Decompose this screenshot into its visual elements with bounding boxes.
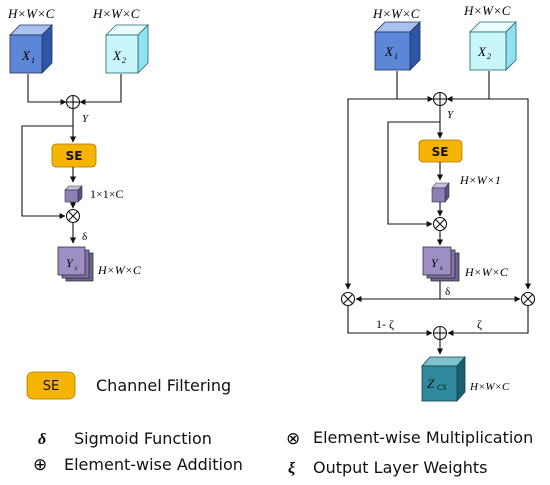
right-x1-label: X	[384, 44, 394, 59]
right-x1-cube: X 1	[374, 21, 421, 71]
right-x1-sub: 1	[394, 52, 398, 61]
left-x2-label: X	[112, 48, 122, 63]
right-ys-stack: Y s	[422, 246, 460, 282]
left-attention-dim: 1×1×C	[90, 187, 124, 201]
right-output-dim: H×W×C	[469, 381, 510, 393]
left-x2-cube: X 2	[105, 24, 149, 74]
right-otimes-right-node	[520, 291, 536, 307]
right-attention-cube	[431, 182, 450, 203]
right-x2-cube: X 2	[469, 21, 517, 71]
right-x2-label: X	[477, 44, 487, 59]
legend-otimes-text: Element-wise Multiplication	[313, 428, 533, 447]
left-y-label: Y	[82, 113, 90, 125]
left-x2-sub: 2	[122, 56, 126, 65]
legend-otimes-entry: ⊗ Element-wise Multiplication	[286, 428, 533, 449]
left-x1-sub: 1	[31, 56, 35, 65]
left-yc-label: Y	[66, 256, 74, 270]
left-otimes-node	[65, 208, 81, 224]
left-attention-cube	[64, 185, 83, 203]
legend-oplus-entry: ⊕ Element-wise Addition	[33, 455, 243, 475]
left-yc-output-stack: Y c	[57, 246, 94, 282]
legend-se-text: Channel Filtering	[96, 376, 231, 395]
left-x1-dim: H×W×C	[7, 6, 55, 21]
left-x1-cube: X 1	[9, 24, 53, 74]
legend-se-entry: SE Channel Filtering	[26, 371, 231, 400]
left-delta-label: δ	[82, 231, 87, 243]
right-x2-dim: H×W×C	[463, 3, 511, 18]
legend-oplus-text: Element-wise Addition	[64, 455, 243, 474]
left-diagram: H×W×C H×W×C X 1 X 2 Y	[7, 6, 149, 282]
legend-xi-text: Output Layer Weights	[313, 458, 487, 477]
legend-delta-entry: δ Sigmoid Function	[38, 429, 212, 448]
left-x1-label: X	[21, 48, 31, 63]
right-y-label: Y	[447, 109, 455, 121]
left-output-dim: H×W×C	[97, 263, 142, 277]
right-ys-sub: s	[440, 264, 443, 272]
legend-delta-text: Sigmoid Function	[74, 429, 212, 448]
left-se-label: SE	[66, 149, 83, 163]
right-otimes-left-node	[340, 291, 356, 307]
right-delta-label: δ	[445, 286, 450, 298]
right-oplus-bottom-node	[432, 325, 448, 341]
legend-otimes-symbol: ⊗	[286, 429, 300, 449]
right-se-label: SE	[432, 145, 449, 159]
left-se-block: SE	[51, 143, 97, 168]
right-x2-sub: 2	[487, 52, 491, 61]
right-zeta-label: ζ	[477, 317, 482, 331]
right-one-minus-zeta-label: 1- ζ	[376, 317, 394, 331]
legend-xi-symbol: ξ	[288, 460, 296, 477]
right-zcs-cube: Z CS	[421, 355, 466, 403]
left-yc-sub: c	[75, 264, 79, 272]
right-oplus-top-node	[432, 91, 448, 107]
right-attention-dim: H×W×1	[459, 173, 501, 187]
right-otimes-mid-node	[432, 216, 448, 232]
left-oplus-node	[65, 94, 81, 110]
legend-se-badge: SE	[43, 379, 59, 394]
right-mid-dim: H×W×C	[464, 265, 509, 279]
right-x1-dim: H×W×C	[372, 6, 420, 21]
right-ys-label: Y	[431, 256, 439, 270]
legend-delta-symbol: δ	[38, 431, 46, 448]
right-se-block: SE	[418, 139, 463, 163]
left-x2-dim: H×W×C	[92, 6, 140, 21]
right-diagram: H×W×C H×W×C X 1 X 2 Y	[340, 3, 536, 403]
legend-oplus-symbol: ⊕	[33, 455, 47, 475]
legend-xi-entry: ξ Output Layer Weights	[288, 458, 487, 477]
legend: SE Channel Filtering δ Sigmoid Function …	[26, 371, 533, 477]
right-zcs-sub: CS	[437, 383, 446, 392]
right-zcs-label: Z	[427, 376, 435, 391]
